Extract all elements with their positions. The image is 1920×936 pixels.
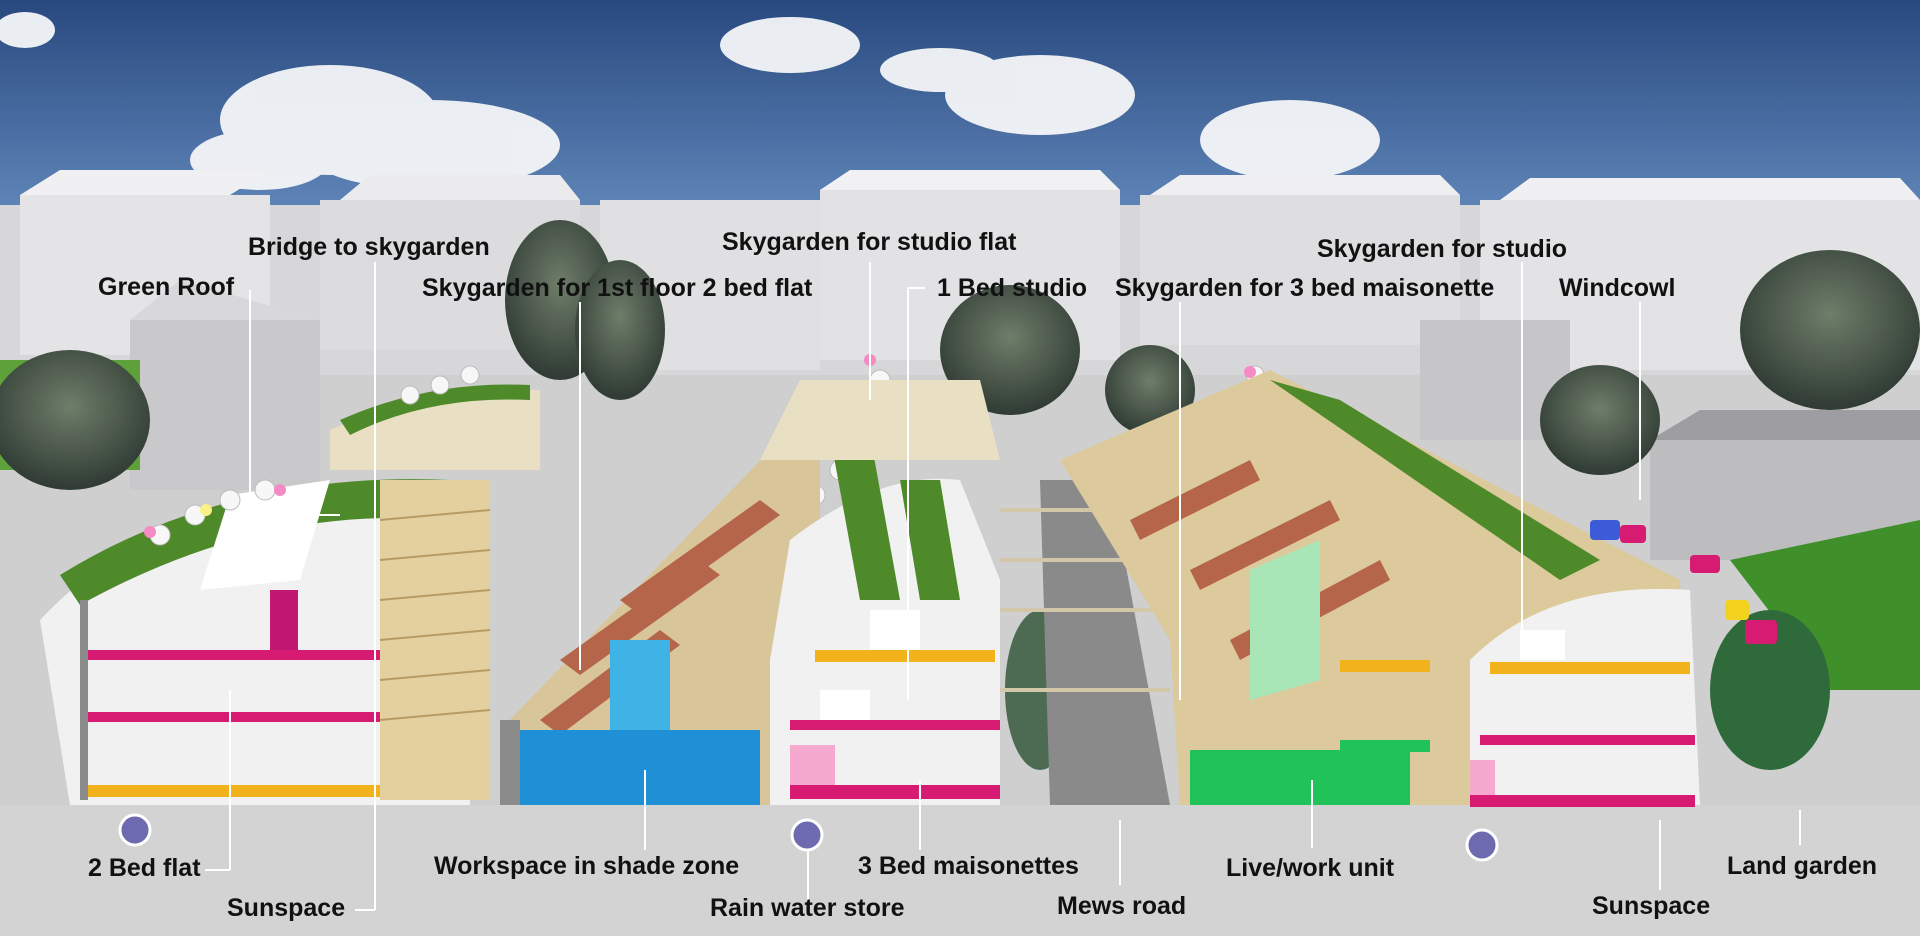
clouds — [0, 12, 1380, 190]
label-land-garden: Land garden — [1727, 852, 1878, 880]
label-mews-road: Mews road — [1057, 892, 1187, 920]
label-skygarden-studio: Skygarden for studio — [1317, 235, 1568, 263]
right-block — [1060, 370, 1700, 807]
central-block — [760, 380, 1000, 805]
label-rain-water-store: Rain water store — [710, 894, 905, 922]
label-live-work-unit: Live/work unit — [1226, 854, 1395, 882]
label-2-bed-flat: 2 Bed flat — [88, 854, 201, 882]
label-skygarden-1st-floor-2-bed-flat: Skygarden for 1st floor 2 bed flat — [422, 274, 813, 302]
label-bridge-to-skygarden: Bridge to skygarden — [248, 233, 490, 261]
label-green-roof: Green Roof — [98, 273, 235, 301]
label-windcowl: Windcowl — [1559, 274, 1676, 302]
central-left-block — [500, 440, 820, 805]
leader-lines — [205, 262, 1801, 911]
label-skygarden-studio-flat: Skygarden for studio flat — [722, 228, 1017, 256]
rain-water-store-markers — [118, 813, 1499, 862]
label-workspace-in-shade-zone: Workspace in shade zone — [434, 852, 740, 880]
label-sunspace-right: Sunspace — [1592, 892, 1711, 920]
label-skygarden-3-bed-maisonette: Skygarden for 3 bed maisonette — [1115, 274, 1495, 302]
label-1-bed-studio: 1 Bed studio — [937, 274, 1088, 302]
label-3-bed-maisonettes: 3 Bed maisonettes — [858, 852, 1079, 880]
parked-cars — [1590, 520, 1777, 644]
label-sunspace-left: Sunspace — [227, 894, 346, 922]
ground — [0, 805, 1920, 936]
